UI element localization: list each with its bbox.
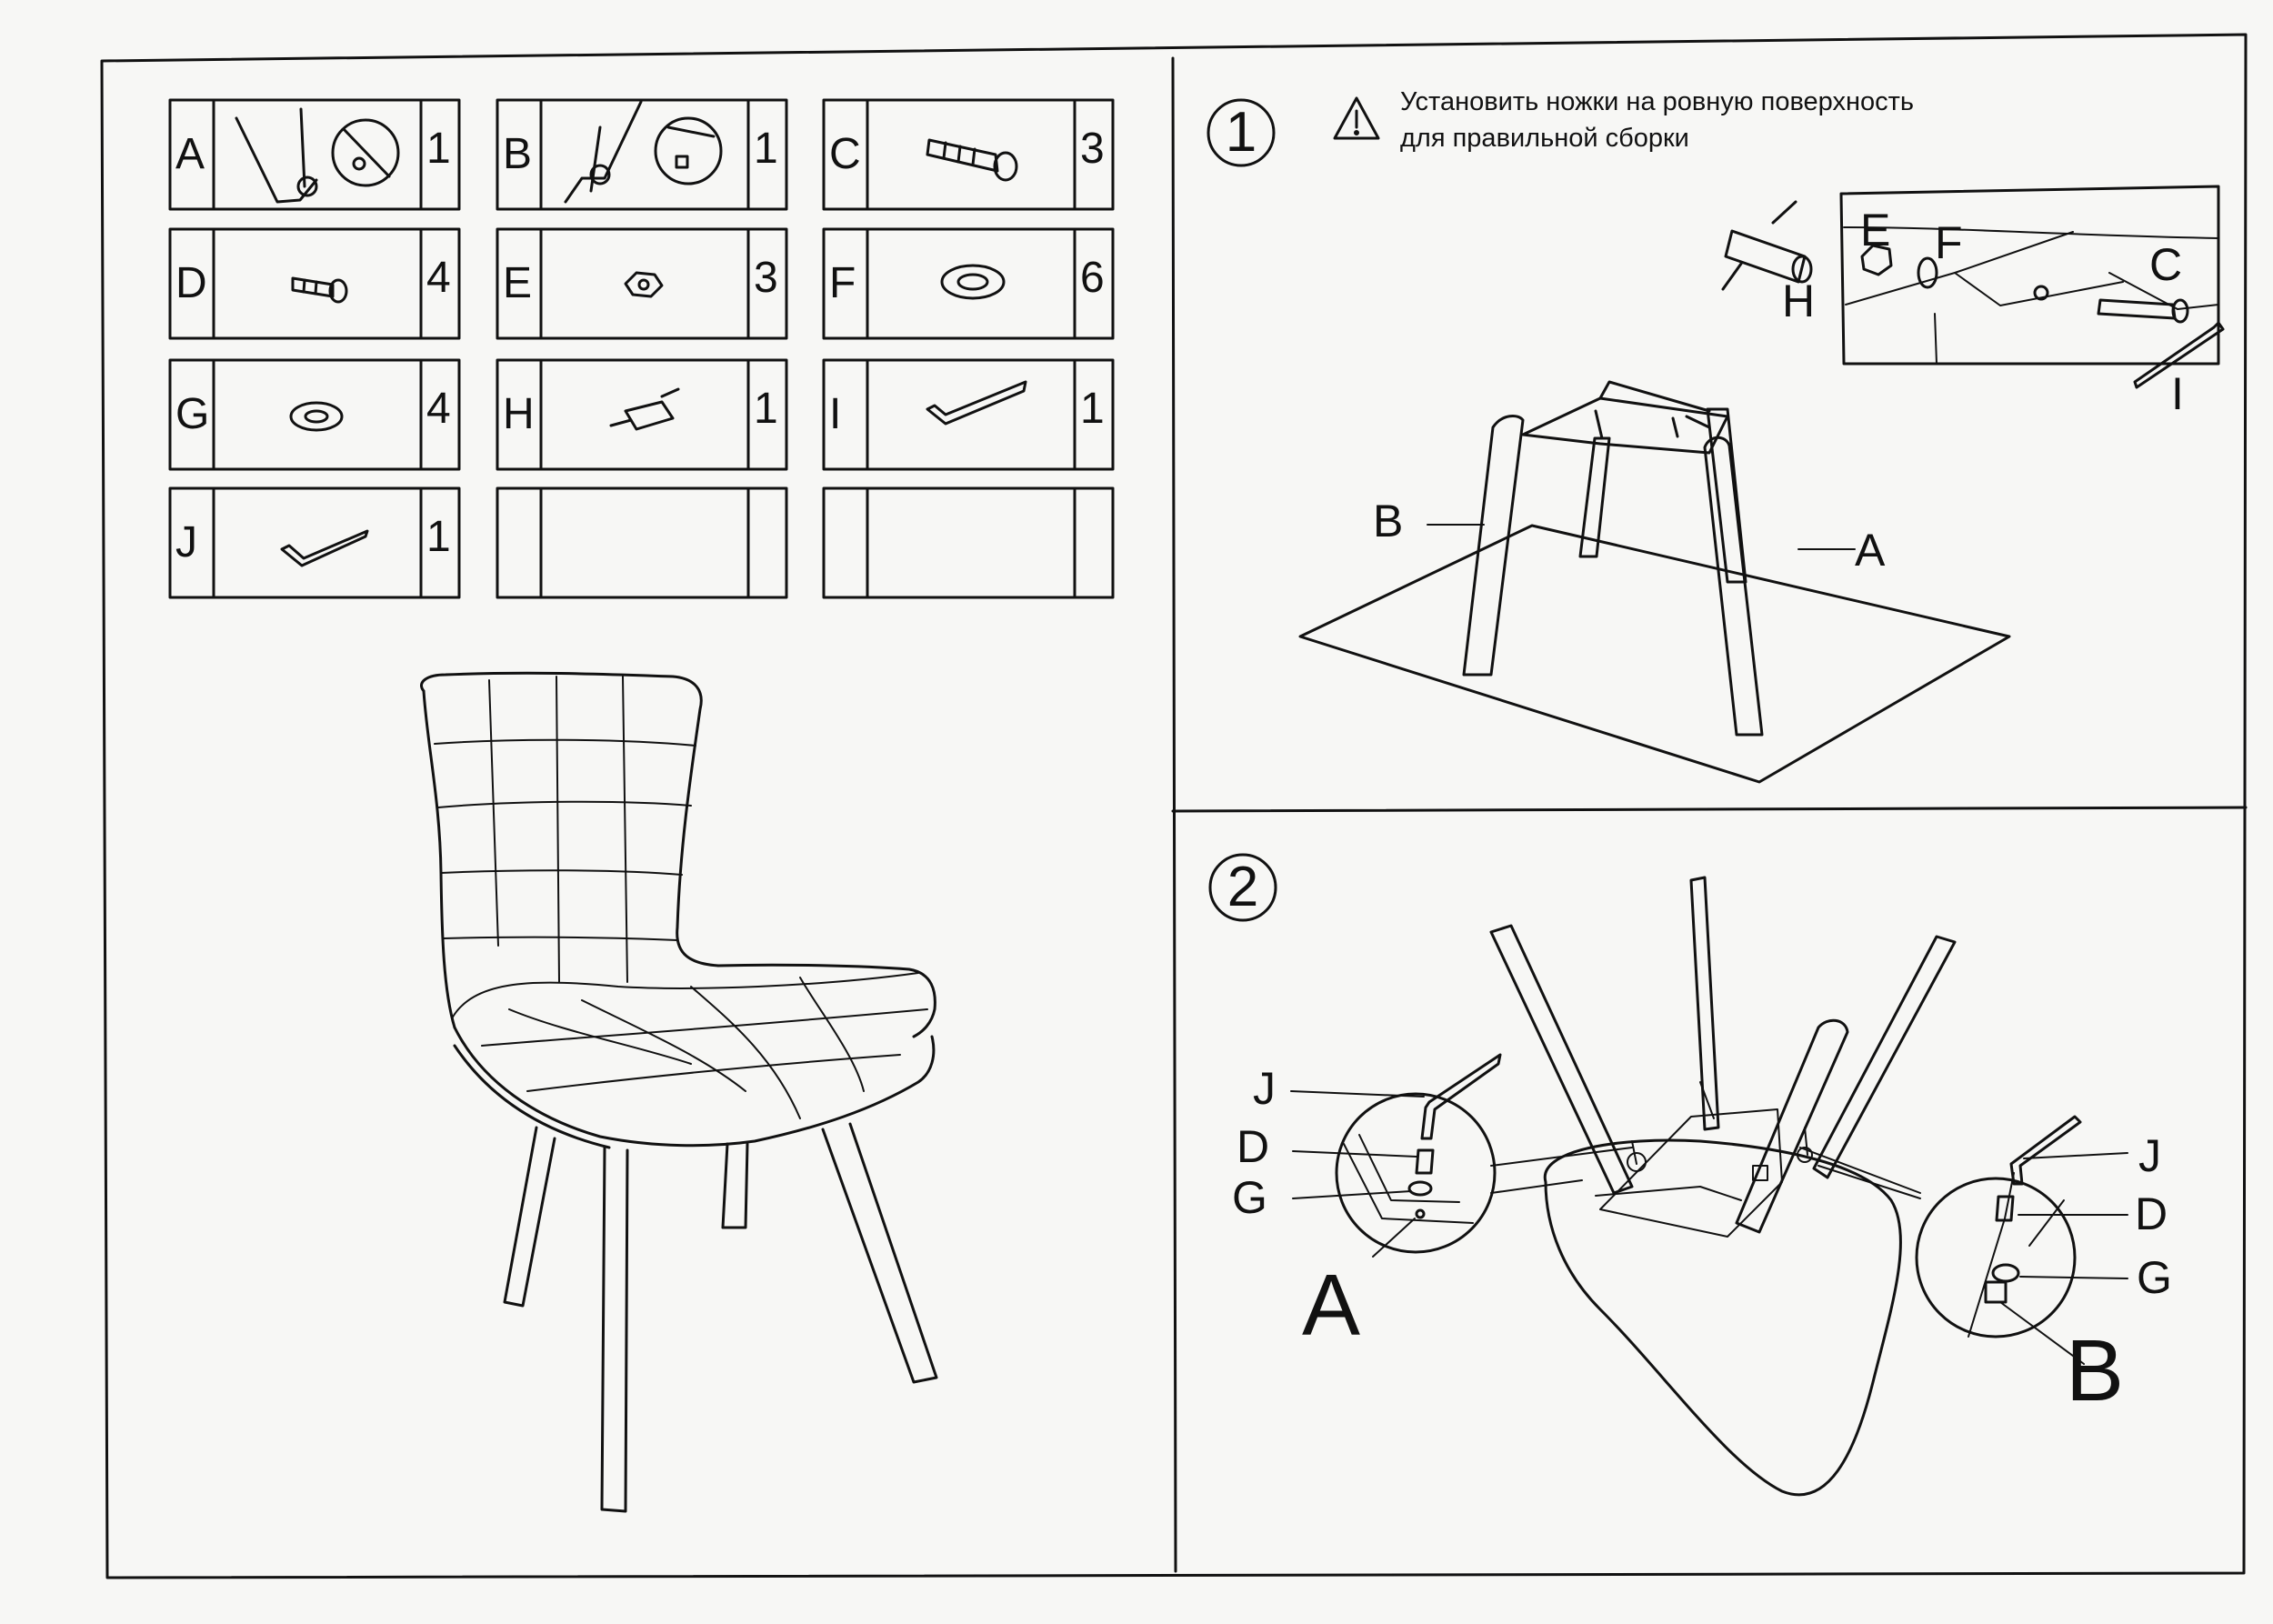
part-cell <box>496 98 788 211</box>
parts-table-grid <box>168 98 1115 599</box>
callout-e: E <box>1860 205 1891 256</box>
part-count: 1 <box>426 513 451 561</box>
callout-b-leg: B <box>1373 496 1404 546</box>
leg-with-bracket-icon <box>235 107 400 204</box>
bolt-detail-inset <box>1839 185 2225 389</box>
leader-lines-step2-callouts <box>1290 1090 2128 1365</box>
leg-with-bracket-icon <box>564 100 723 204</box>
part-letter: D <box>175 259 207 307</box>
part-letter: G <box>175 390 210 438</box>
part-count: 3 <box>754 254 778 302</box>
step2-number: 2 <box>1227 856 1259 918</box>
part-letter: I <box>829 390 842 438</box>
part-letter: C <box>829 130 861 178</box>
part-cell <box>496 486 788 599</box>
leg-a-detail-magnifier <box>1335 1053 1502 1254</box>
part-count: 3 <box>1080 125 1105 173</box>
callout-h: H <box>1782 276 1816 326</box>
part-cell <box>168 227 461 340</box>
allen-key-large-icon <box>926 380 1027 426</box>
leader-lines-step1 <box>1427 524 1856 550</box>
callout-f: F <box>1935 217 1963 268</box>
assembled-chair-drawing <box>420 671 938 1513</box>
part-cell <box>496 227 788 340</box>
page-frame <box>100 33 2248 1579</box>
detail-leader-lines-step2 <box>1490 1147 1921 1199</box>
callout-d-right: D <box>2135 1188 2168 1239</box>
small-washer-icon <box>289 401 344 432</box>
part-count: 6 <box>1080 254 1105 302</box>
part-cell <box>168 486 461 599</box>
warning-triangle-icon <box>1333 96 1380 140</box>
step1-badge <box>1207 98 1276 167</box>
callout-j-right: J <box>2138 1130 2161 1181</box>
callout-a-detail: A <box>1302 1257 1361 1354</box>
callout-g-right: G <box>2137 1252 2172 1303</box>
callout-c: C <box>2149 239 2183 290</box>
part-cell <box>822 358 1115 471</box>
step2-badge <box>1208 853 1277 922</box>
part-letter: A <box>175 130 205 178</box>
part-count: 4 <box>426 254 451 302</box>
assembly-note-line1: Установить ножки на ровную поверхность <box>1400 87 1914 116</box>
part-letter: E <box>503 259 533 307</box>
callout-a-leg: A <box>1855 525 1886 576</box>
part-cell <box>168 98 461 211</box>
leg-b-detail-magnifier <box>1915 1115 2082 1338</box>
part-cell <box>496 358 788 471</box>
part-count: 4 <box>426 385 451 433</box>
part-count: 1 <box>426 125 451 173</box>
part-letter: H <box>503 390 535 438</box>
callout-b-detail: B <box>2066 1322 2125 1419</box>
short-bolt-icon <box>291 276 348 304</box>
part-count: 1 <box>754 125 778 173</box>
part-letter: J <box>175 518 197 566</box>
barrel-nut-icon <box>1721 200 1813 291</box>
callout-j-left: J <box>1253 1063 1276 1114</box>
allen-key-small-icon <box>280 529 369 567</box>
part-count: 1 <box>754 385 778 433</box>
assembly-note-line2: для правильной сборки <box>1400 124 1689 153</box>
callout-g-left: G <box>1232 1172 1267 1223</box>
part-count: 1 <box>1080 385 1105 433</box>
part-cell <box>822 227 1115 340</box>
hex-nut-icon <box>624 271 664 298</box>
step1-number: 1 <box>1225 101 1257 164</box>
part-cell <box>822 486 1115 599</box>
leg-frame-drawing <box>1298 380 2011 784</box>
inverted-chair-drawing <box>1489 876 1957 1497</box>
long-bolt-icon <box>926 138 1018 182</box>
barrel-nut-icon <box>609 387 680 431</box>
part-cell <box>168 358 461 471</box>
part-letter: F <box>829 259 856 307</box>
callout-i: I <box>2171 368 2184 419</box>
callout-d-left: D <box>1237 1121 1270 1172</box>
part-letter: B <box>503 130 533 178</box>
large-washer-icon <box>940 264 1006 300</box>
part-cell <box>822 98 1115 211</box>
